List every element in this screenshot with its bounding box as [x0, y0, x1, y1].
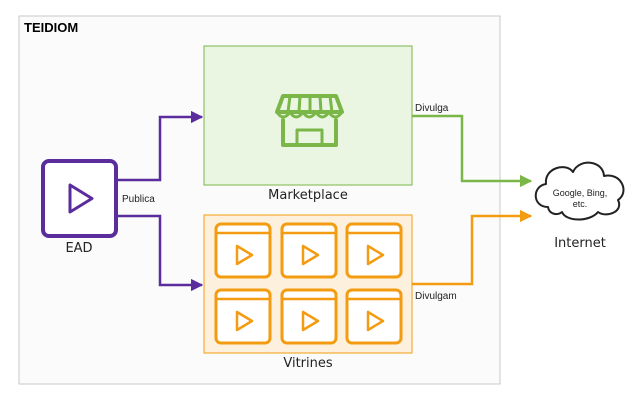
play-icon — [301, 244, 320, 266]
edge-label-divulgam: Divulgam — [415, 291, 457, 302]
edge-marketplace-to-internet — [412, 114, 533, 188]
edge-ead-to-vitrines — [116, 214, 204, 292]
edge-label-divulga: Divulga — [415, 103, 449, 114]
vitrine-tile — [214, 288, 272, 345]
vitrines-label: Vitrines — [283, 356, 333, 371]
vitrine-tile — [214, 222, 272, 279]
vitrine-tile — [280, 222, 338, 279]
storefront-icon — [275, 94, 344, 147]
ead-node — [41, 159, 118, 238]
play-icon — [235, 310, 254, 332]
play-icon — [366, 310, 385, 332]
vitrine-tile — [345, 222, 403, 279]
play-icon — [301, 310, 320, 332]
play-icon — [366, 244, 385, 266]
marketplace-label: Marketplace — [268, 188, 348, 203]
cloud-text-line2: etc. — [573, 199, 588, 209]
edge-vitrines-to-internet — [412, 209, 533, 286]
vitrine-tile — [280, 288, 338, 345]
vitrines-tiles — [214, 222, 403, 345]
edge-ead-to-marketplace — [116, 110, 204, 182]
play-icon — [68, 183, 94, 214]
internet-label: Internet — [554, 236, 606, 251]
container-title: TEIDIOM — [24, 20, 78, 35]
ead-label: EAD — [65, 241, 92, 256]
edge-label-publica: Publica — [122, 194, 155, 205]
vitrine-tile — [345, 288, 403, 345]
cloud-text-line1: Google, Bing, — [553, 188, 608, 198]
play-icon — [235, 244, 254, 266]
cloud-icon — [534, 161, 625, 221]
